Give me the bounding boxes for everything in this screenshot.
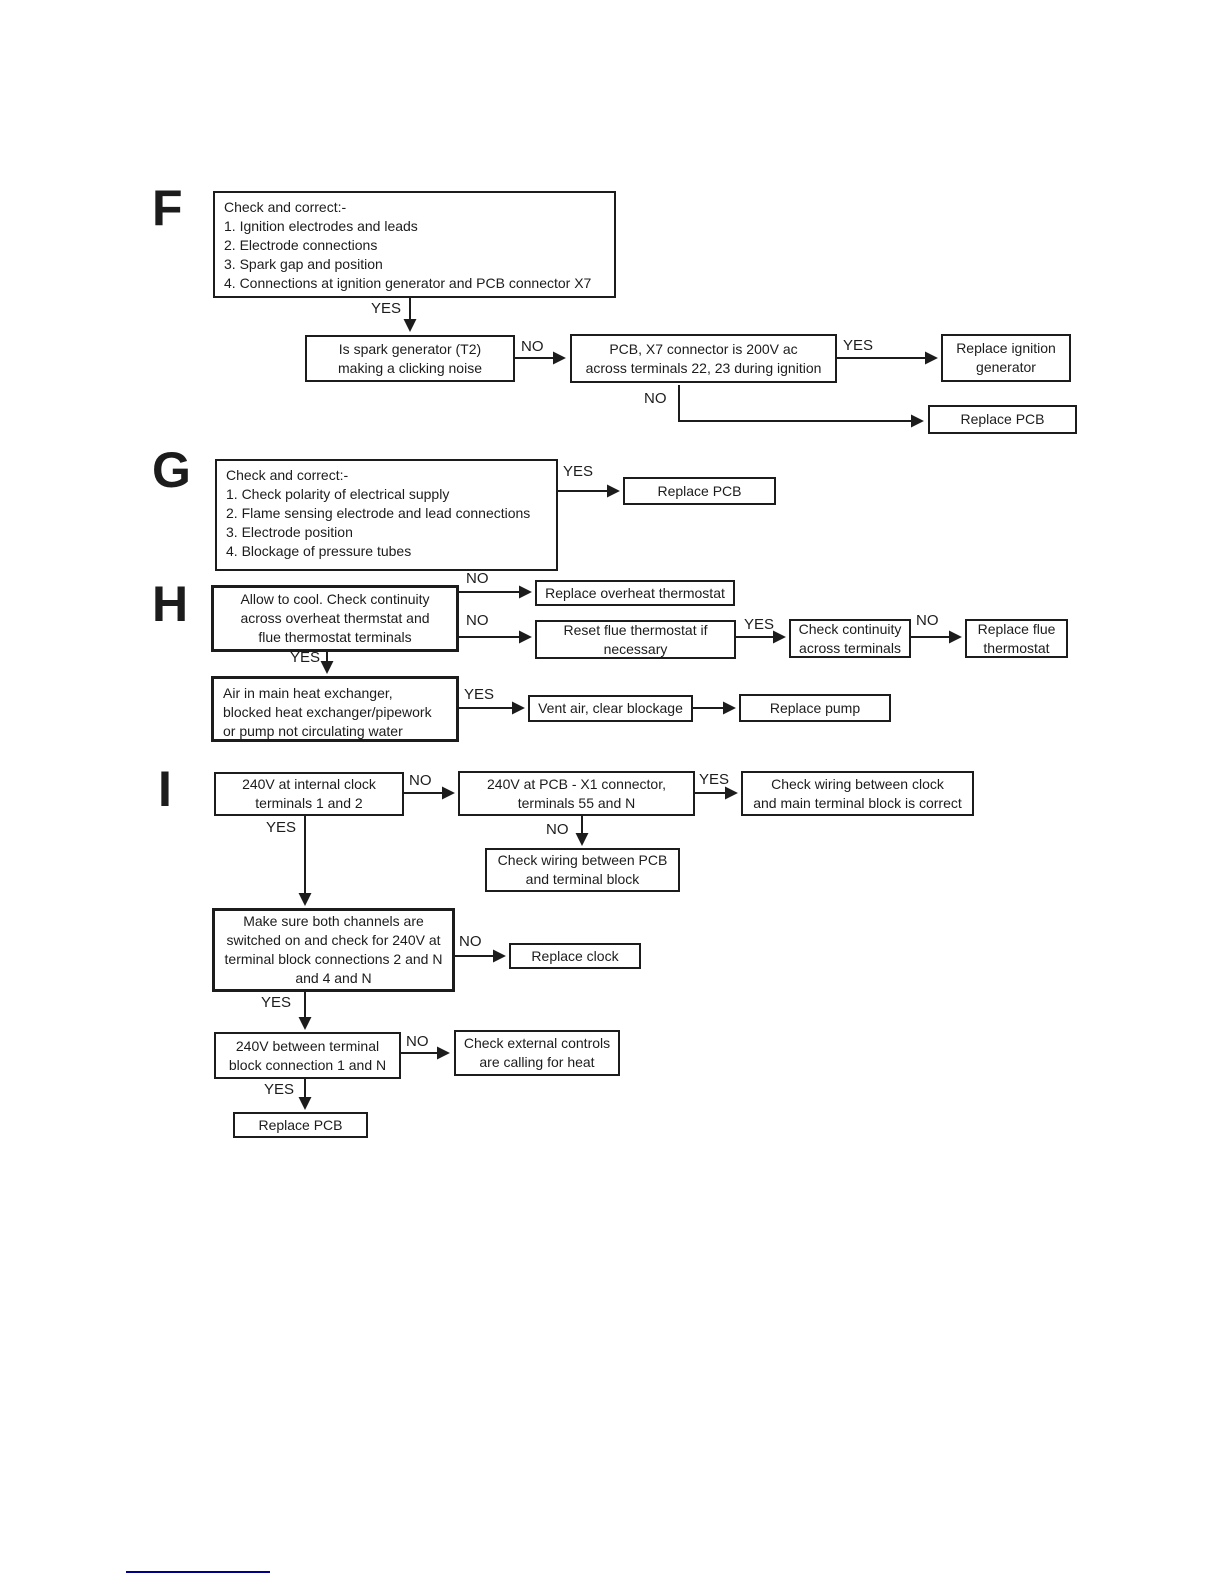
h-replace-flue-thermostat-box: Replace flue thermostat [965,619,1068,658]
i-240v-internal-clock-box: 240V at internal clock terminals 1 and 2 [214,772,404,816]
h-replace-pump-box: Replace pump [739,694,891,722]
i-replace-pcb-box: Replace PCB [233,1112,368,1138]
i-240v-terminal-block-box: 240V between terminal block connection 1… [214,1032,401,1079]
label-no: NO [644,390,667,407]
label-yes: YES [563,463,594,480]
label-no: NO [546,821,569,838]
label-yes: YES [264,1081,295,1098]
f-replace-pcb-box: Replace PCB [928,405,1077,434]
label-yes: YES [290,649,321,666]
h-air-in-heat-exchanger-box: Air in main heat exchanger, blocked heat… [211,676,459,742]
label-yes: YES [464,686,495,703]
i-both-channels-box: Make sure both channels are switched on … [212,908,455,992]
f-replace-ignition-generator-box: Replace ignition generator [941,334,1071,382]
g-replace-pcb-box: Replace PCB [623,477,776,505]
h-replace-overheat-thermostat-box: Replace overheat thermostat [535,580,735,606]
i-replace-clock-box: Replace clock [509,943,641,969]
label-yes: YES [843,337,874,354]
label-no: NO [409,772,432,789]
h-reset-flue-thermostat-box: Reset flue thermostat if necessary [535,620,736,659]
label-yes: YES [266,819,297,836]
f-spark-generator-box: Is spark generator (T2) making a clickin… [305,335,515,382]
section-f-letter: F [152,180,183,236]
label-no: NO [916,612,939,629]
label-no: NO [406,1033,429,1050]
label-yes: YES [699,771,730,788]
label-no: NO [521,338,544,355]
label-no: NO [459,933,482,950]
label-no: NO [466,612,489,629]
section-h-letter: H [152,576,189,632]
section-g-letter: G [152,442,191,498]
label-no: NO [466,570,489,587]
f-check-and-correct-box: Check and correct:- 1. Ignition electrod… [213,191,616,298]
i-check-external-controls-box: Check external controls are calling for … [454,1030,620,1076]
f-pcb-x7-connector-box: PCB, X7 connector is 200V ac across term… [570,334,837,383]
h-check-continuity-terminals-box: Check continuity across terminals [789,619,911,658]
i-check-wiring-pcb-box: Check wiring between PCB and terminal bl… [485,848,680,892]
arrow-f-no-down-right [678,385,924,428]
i-240v-pcb-x1-connector-box: 240V at PCB - X1 connector, terminals 55… [458,771,695,816]
h-vent-air-clear-blockage-box: Vent air, clear blockage [528,695,693,722]
g-check-and-correct-box: Check and correct:- 1. Check polarity of… [215,459,558,571]
i-check-wiring-clock-box: Check wiring between clock and main term… [741,771,974,816]
label-yes: YES [261,994,292,1011]
label-yes: YES [371,300,402,317]
section-i-letter: I [158,761,172,817]
h-check-continuity-box: Allow to cool. Check continuity across o… [211,585,459,652]
label-yes: YES [744,616,775,633]
footer-rule [126,1571,270,1573]
